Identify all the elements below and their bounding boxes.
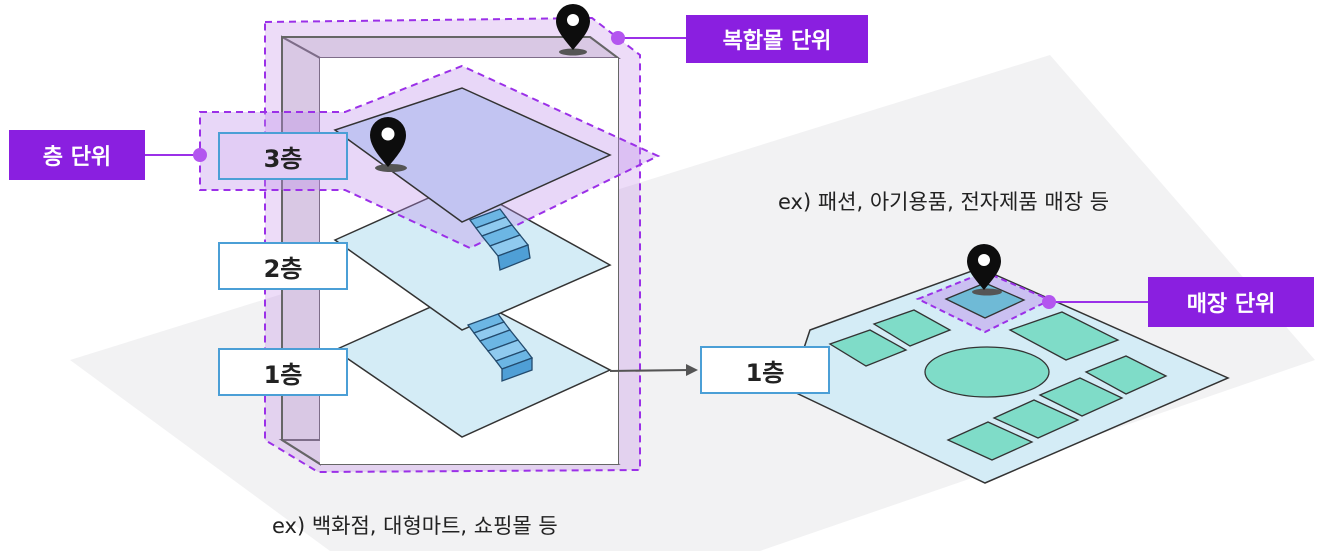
connector-dot (611, 31, 625, 45)
store-unit-tag: 매장 단위 (1148, 277, 1314, 327)
detail-arrow (609, 364, 698, 376)
store-block (1038, 377, 1124, 417)
floor-2-plate (333, 182, 612, 331)
store-block (946, 421, 1034, 461)
stairs-upper (468, 208, 531, 271)
location-pin-icon (556, 4, 590, 56)
store-block (1084, 355, 1168, 395)
connector-dot (1042, 295, 1056, 309)
floor-3-plate (333, 87, 612, 223)
store-atrium (924, 346, 1050, 398)
detail-floor-label: 1층 (700, 346, 830, 394)
store-block (1008, 311, 1120, 361)
stairs-lower (466, 313, 534, 382)
floor-unit-tag: 층 단위 (9, 130, 145, 180)
floor-2-label: 2층 (218, 242, 348, 290)
selected-store (944, 282, 1026, 319)
floor-1-label: 1층 (218, 348, 348, 396)
connector-lines (145, 31, 1148, 309)
store-block (828, 329, 908, 367)
store-block (872, 309, 952, 347)
store-blocks (828, 309, 1168, 461)
location-pin-icon (967, 244, 1002, 296)
store-examples-caption: ex) 패션, 아기용품, 전자제품 매장 등 (778, 190, 1110, 214)
location-pin-icon (370, 117, 407, 172)
mall-examples-caption: ex) 백화점, 대형마트, 쇼핑몰 등 (272, 514, 558, 538)
store-block (992, 399, 1080, 439)
floor-3-label: 3층 (218, 132, 348, 180)
connector-dot (193, 148, 207, 162)
complex-unit-tag: 복합몰 단위 (686, 15, 868, 63)
